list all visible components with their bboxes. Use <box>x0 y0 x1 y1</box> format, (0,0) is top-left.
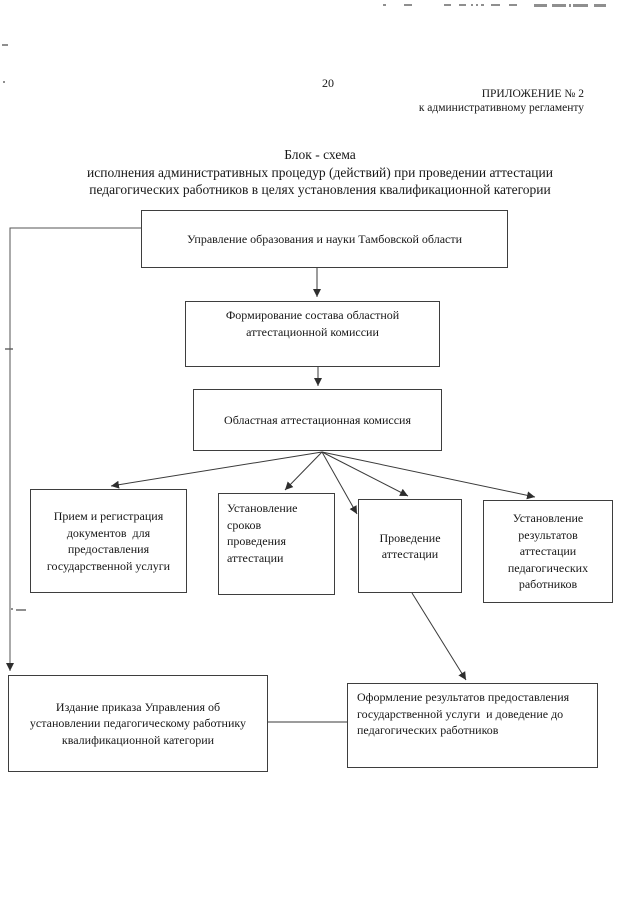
scan-artifact <box>573 4 588 7</box>
node-priem-label: Прием и регистрация документов для предо… <box>46 509 171 573</box>
edge-komissia-priem <box>110 451 323 489</box>
node-upravlenie: Управление образования и науки Тамбовско… <box>141 210 508 268</box>
edge-upravlenie-izdanie <box>6 227 141 671</box>
node-komissia: Областная аттестационная комиссия <box>193 389 442 451</box>
node-oformlenie-label: Оформление результатов предоставления го… <box>357 690 570 737</box>
diagram-title-line2: исполнения административных процедур (де… <box>87 164 553 180</box>
edge-komissia-sroki <box>284 451 323 491</box>
scan-artifact <box>3 81 5 83</box>
scan-artifact <box>459 4 466 6</box>
node-izdanie: Издание приказа Управления об установлен… <box>8 675 268 772</box>
node-sroki: Установление сроков проведения аттестаци… <box>218 493 335 595</box>
node-priem: Прием и регистрация документов для предо… <box>30 489 187 593</box>
node-oformlenie: Оформление результатов предоставления го… <box>347 683 598 768</box>
node-rezultaty: Установление результатов аттестации педа… <box>483 500 613 603</box>
annex-line2: к административному регламенту <box>418 101 584 114</box>
node-provedenie: Проведение аттестации <box>358 499 462 593</box>
node-sroki-label: Установление сроков проведения аттестаци… <box>227 501 298 565</box>
diagram-title-line3: педагогических работников в целях устано… <box>89 182 551 197</box>
scan-artifact <box>509 4 517 6</box>
scan-artifact <box>5 348 13 350</box>
scan-artifact <box>2 44 8 46</box>
diagram-title: Блок - схема исполнения административных… <box>0 146 640 199</box>
scan-artifact <box>476 4 478 6</box>
edge-komissia-rezultaty <box>321 451 536 500</box>
scan-artifact <box>481 4 484 6</box>
node-upravlenie-label: Управление образования и науки Тамбовско… <box>186 231 463 246</box>
scan-artifact <box>444 4 451 6</box>
node-rezultaty-label: Установление результатов аттестации педа… <box>507 511 589 592</box>
node-komissia-label: Областная аттестационная комиссия <box>224 412 411 427</box>
edge-komissia-provedenie-top <box>321 451 409 497</box>
node-formirovanie-label: Формирование состава областной аттестаци… <box>225 308 400 339</box>
scan-artifact <box>534 4 547 7</box>
scan-artifact <box>569 4 571 7</box>
edge-komissia-provedenie-left <box>321 451 358 515</box>
scan-artifact <box>594 4 606 7</box>
scan-artifact <box>404 4 412 6</box>
scan-artifact <box>471 4 473 6</box>
scan-artifact <box>11 608 13 610</box>
scan-artifact <box>552 4 566 7</box>
page-number: 20 <box>322 76 334 90</box>
node-izdanie-label: Издание приказа Управления об установлен… <box>29 699 247 747</box>
scan-artifact <box>16 609 26 611</box>
node-formirovanie: Формирование состава областной аттестаци… <box>185 301 440 367</box>
scan-artifact <box>383 4 386 6</box>
node-provedenie-label: Проведение аттестации <box>379 530 441 562</box>
edge-provedenie-oformlenie <box>411 592 467 681</box>
annex-line1: ПРИЛОЖЕНИЕ № 2 <box>481 88 584 100</box>
scan-artifact <box>491 4 500 6</box>
annex-header: ПРИЛОЖЕНИЕ № 2 к административному регла… <box>419 88 584 115</box>
diagram-title-line1: Блок - схема <box>284 147 356 162</box>
